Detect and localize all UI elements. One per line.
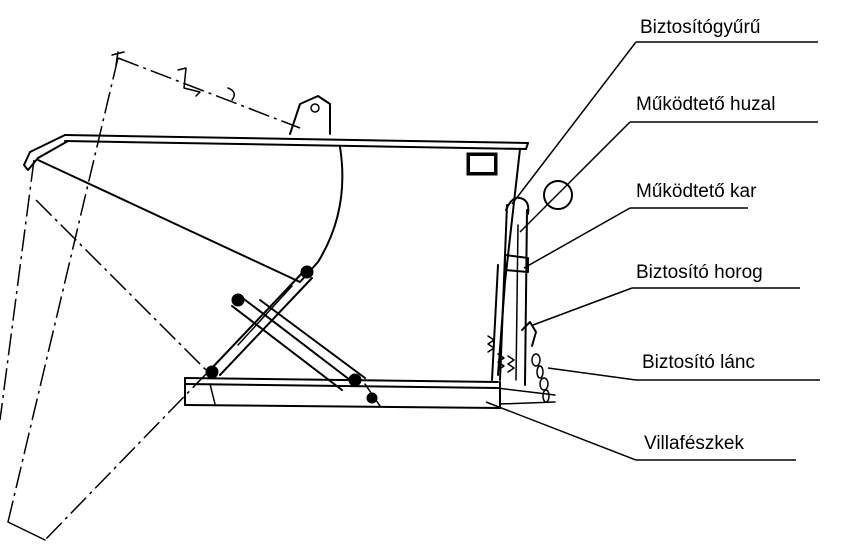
- label-safety-chain: Biztosító lánc: [642, 352, 755, 373]
- label-actuation-lever: Működtető kar: [636, 181, 757, 202]
- tipping-linkage: [205, 265, 378, 404]
- label-actuation-wire: Működtető huzal: [636, 94, 775, 115]
- latch-mechanism: [487, 180, 573, 403]
- tilted-hopper-outline: [0, 51, 301, 541]
- hopper-body: [23, 95, 529, 376]
- label-safety-hook: Biztosító horog: [636, 262, 763, 283]
- label-fork-pockets: Villafészkek: [644, 433, 744, 454]
- label-safety-ring: Biztosítógyűrű: [640, 17, 760, 38]
- base-frame: [184, 377, 556, 409]
- leader-lines: [485, 41, 820, 461]
- callout-labels: Biztosítógyűrű Működtető huzal Működtető…: [636, 17, 775, 454]
